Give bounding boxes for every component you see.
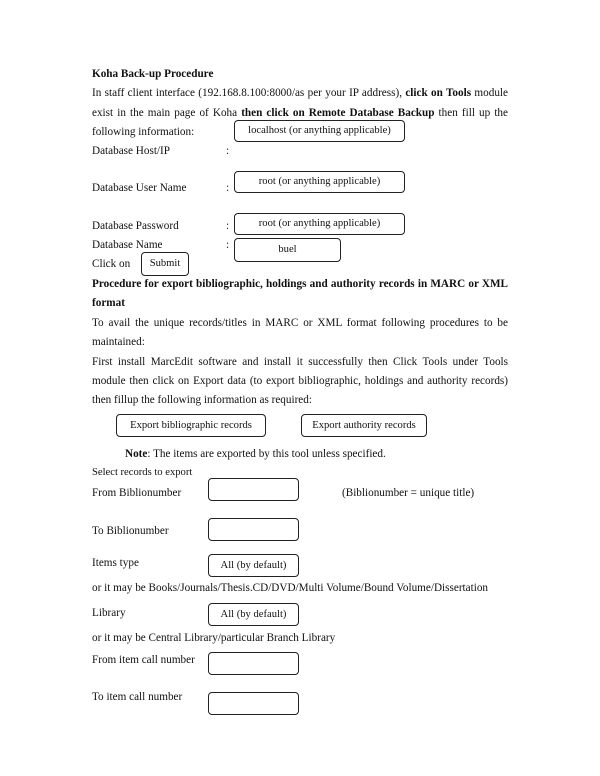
items-type-select[interactable]: All (by default) (208, 554, 299, 577)
database-password-field[interactable]: root (or anything applicable) (234, 213, 405, 235)
intro-line-1: In staff client interface (192.168.8.100… (92, 86, 508, 100)
intro-text: In staff client interface (192.168.8.100… (92, 87, 406, 99)
export-authority-button[interactable]: Export authority records (301, 414, 427, 437)
para1-line-2: maintained: (92, 336, 145, 348)
database-name-field[interactable]: buel (234, 238, 341, 262)
biblionumber-hint: (Biblionumber = unique title) (342, 487, 475, 499)
note-label: Note (125, 448, 148, 460)
to-call-number-label: To item call number (92, 691, 183, 703)
intro-line-2: exist in the main page of Koha then clic… (92, 106, 508, 120)
export-heading-line-2: format (92, 297, 125, 309)
koha-backup-heading: Koha Back-up Procedure (92, 68, 214, 80)
colon: : (226, 182, 230, 194)
database-name-label: Database Name (92, 239, 163, 251)
library-select[interactable]: All (by default) (208, 603, 299, 626)
click-on-label: Click on (92, 258, 131, 270)
database-host-label: Database Host/IP (92, 145, 170, 157)
colon: : (226, 220, 230, 232)
note-text: : The items are exported by this tool un… (147, 448, 386, 460)
from-biblionumber-input[interactable] (208, 478, 299, 501)
to-biblionumber-label: To Biblionumber (92, 525, 169, 537)
database-user-field[interactable]: root (or anything applicable) (234, 171, 405, 193)
database-host-field[interactable]: localhost (or anything applicable) (234, 120, 405, 142)
intro-text: exist in the main page of Koha (92, 107, 242, 119)
para2-line-3: then fillup the following information as… (92, 394, 312, 406)
database-password-label: Database Password (92, 220, 179, 232)
to-call-number-input[interactable] (208, 692, 299, 715)
from-call-number-input[interactable] (208, 652, 299, 675)
from-call-number-label: From item call number (92, 654, 195, 666)
database-user-label: Database User Name (92, 182, 187, 194)
intro-text: module (471, 87, 508, 99)
from-biblionumber-label: From Biblionumber (92, 487, 182, 499)
intro-bold-tools: click on Tools (405, 87, 472, 99)
colon: : (226, 239, 230, 251)
intro-line-3: following information: (92, 126, 195, 138)
submit-button[interactable]: Submit (141, 252, 189, 276)
to-biblionumber-input[interactable] (208, 518, 299, 541)
items-type-label: Items type (92, 557, 139, 569)
intro-text: then fill up the (434, 107, 508, 119)
library-note: or it may be Central Library/particular … (92, 632, 336, 644)
items-type-note: or it may be Books/Journals/Thesis.CD/DV… (92, 582, 489, 594)
intro-bold-remote-backup: then click on Remote Database Backup (241, 107, 435, 119)
para2-line-1: First install MarcEdit software and inst… (92, 356, 508, 368)
select-records-label: Select records to export (92, 467, 193, 478)
library-label: Library (92, 607, 126, 619)
colon: : (226, 145, 230, 157)
export-heading-line-1: Procedure for export bibliographic, hold… (92, 278, 508, 290)
para1-line-1: To avail the unique records/titles in MA… (92, 317, 508, 329)
para2-line-2: module then click on Export data (to exp… (92, 375, 508, 387)
export-bibliographic-button[interactable]: Export bibliographic records (116, 414, 266, 437)
note-line: Note: The items are exported by this too… (125, 447, 386, 461)
